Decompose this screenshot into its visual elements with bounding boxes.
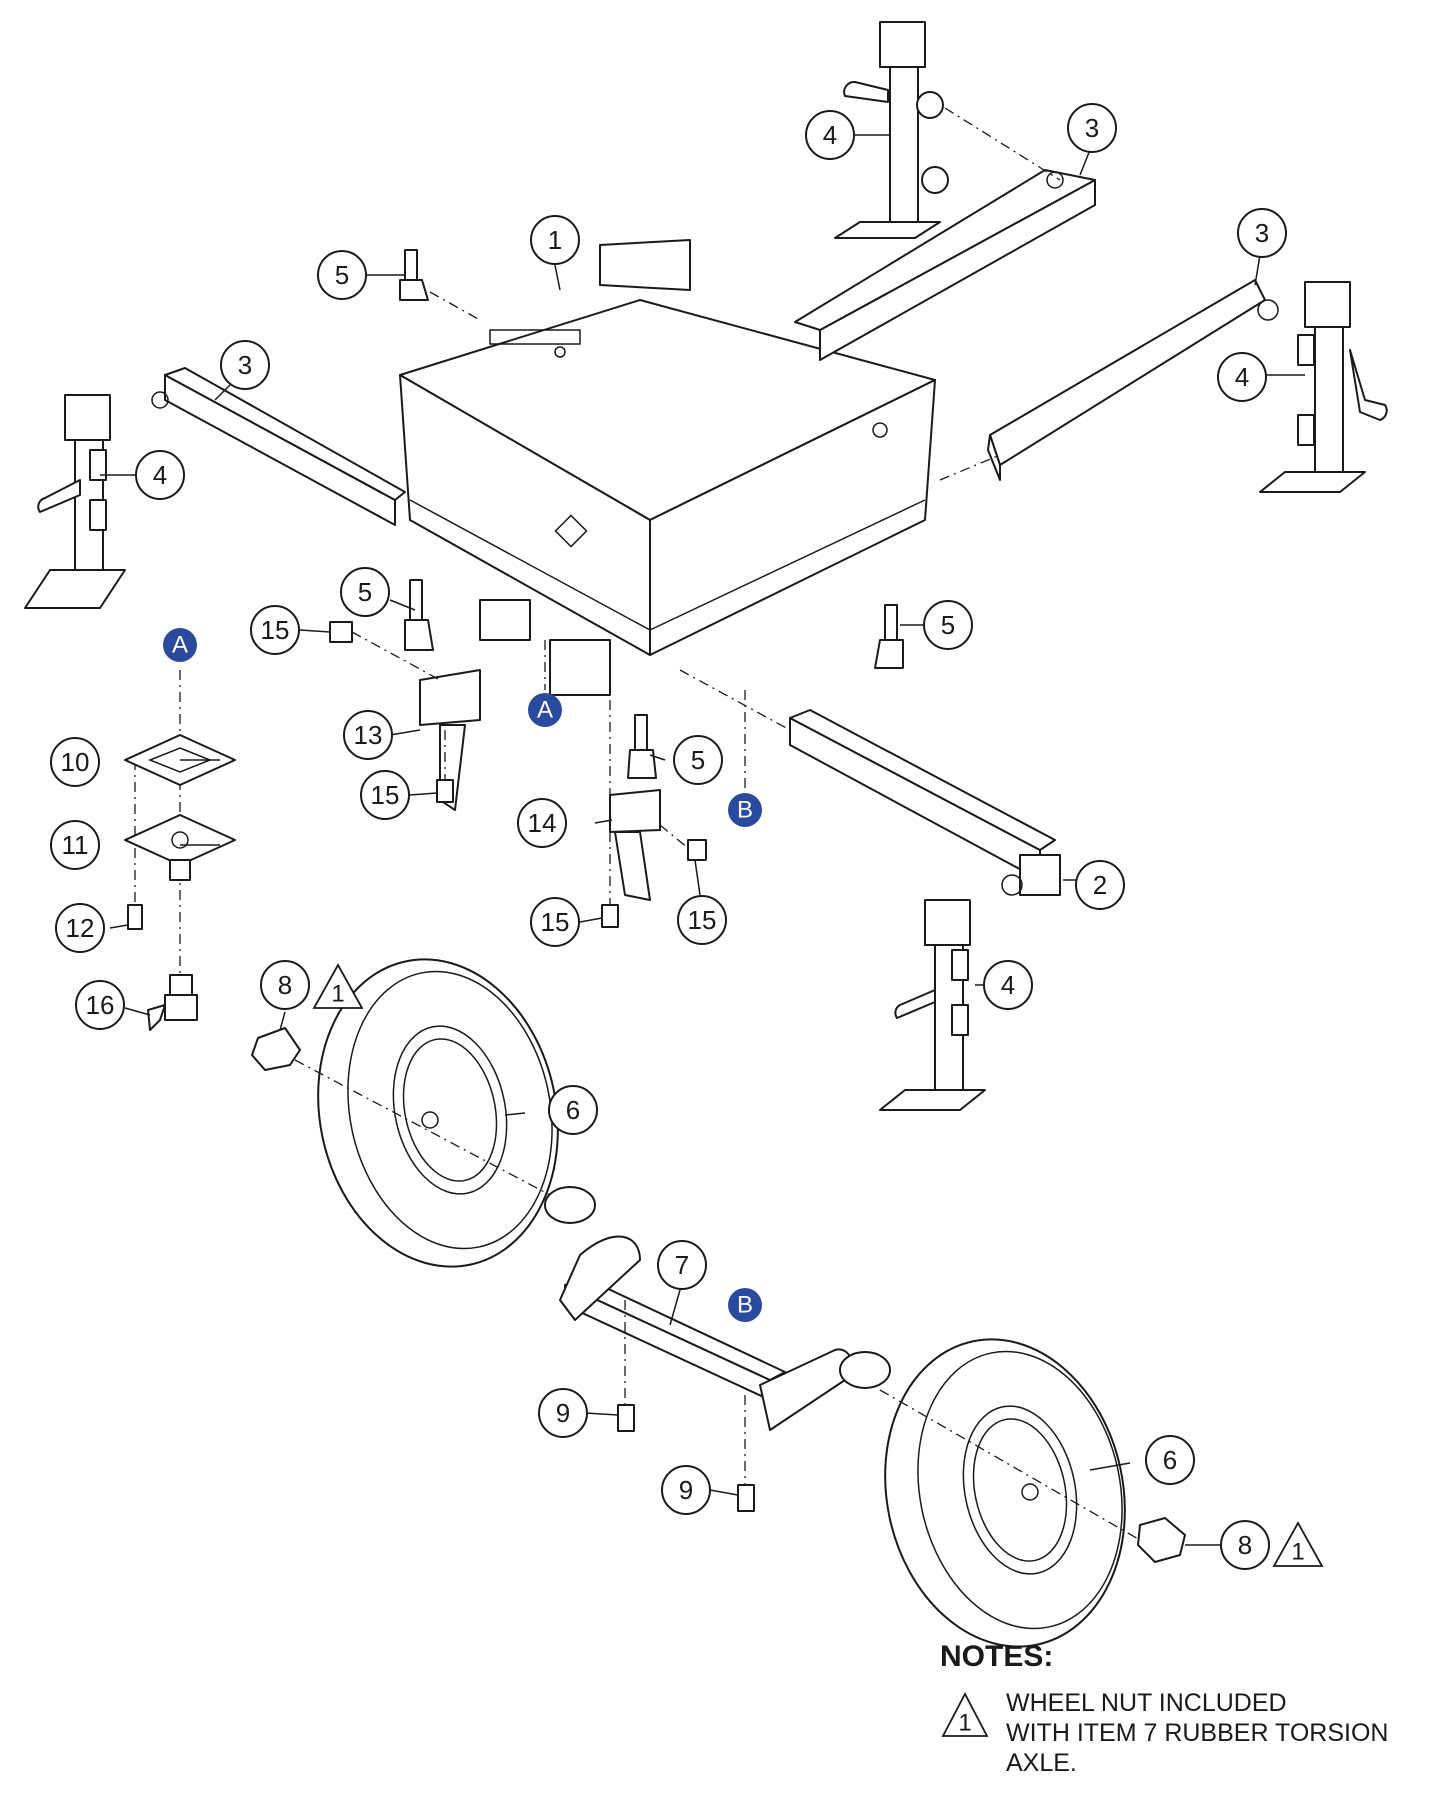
svg-text:14: 14 xyxy=(528,808,557,838)
notes-section: NOTES: 1 WHEEL NUT INCLUDED WITH ITEM 7 … xyxy=(940,1640,1420,1778)
reference-marker-a-center: A xyxy=(528,693,562,727)
callout-item-9-b: 9 xyxy=(661,1465,711,1515)
callout-item-5-b: 5 xyxy=(340,567,390,617)
callout-item-1: 1 xyxy=(530,215,580,265)
plates-and-coupler xyxy=(124,734,236,1031)
right-beam xyxy=(987,279,1279,481)
back-left-beam xyxy=(794,169,1096,361)
note-flag-right: 1 xyxy=(1272,1521,1324,1567)
callout-item-15-a: 15 xyxy=(250,605,300,655)
svg-text:4: 4 xyxy=(153,460,167,490)
svg-text:4: 4 xyxy=(1235,362,1249,392)
top-jack xyxy=(834,21,949,239)
svg-text:4: 4 xyxy=(1001,970,1015,1000)
svg-text:1: 1 xyxy=(958,1710,971,1737)
svg-text:13: 13 xyxy=(354,720,383,750)
note-flag-left: 1 xyxy=(312,963,364,1009)
callout-item-12: 12 xyxy=(55,903,105,953)
svg-text:15: 15 xyxy=(261,615,290,645)
svg-text:3: 3 xyxy=(238,350,252,380)
callout-item-5-d: 5 xyxy=(673,735,723,785)
svg-text:1: 1 xyxy=(331,981,344,1008)
svg-text:5: 5 xyxy=(941,610,955,640)
callout-item-4-front: 4 xyxy=(983,960,1033,1010)
callout-item-3-top: 3 xyxy=(1067,103,1117,153)
svg-text:B: B xyxy=(737,797,753,824)
reference-marker-a-left: A xyxy=(163,628,197,662)
callout-item-14: 14 xyxy=(517,798,567,848)
svg-text:8: 8 xyxy=(1238,1530,1252,1560)
svg-text:3: 3 xyxy=(1085,113,1099,143)
right-jack xyxy=(1259,281,1388,493)
callout-item-2: 2 xyxy=(1075,860,1125,910)
callout-item-5-c: 5 xyxy=(923,600,973,650)
note-item: 1 WHEEL NUT INCLUDED WITH ITEM 7 RUBBER … xyxy=(940,1688,1420,1778)
svg-text:6: 6 xyxy=(1163,1445,1177,1475)
svg-text:9: 9 xyxy=(679,1475,693,1505)
svg-text:4: 4 xyxy=(823,120,837,150)
callout-item-16: 16 xyxy=(75,980,125,1030)
torsion-axle xyxy=(544,1186,891,1512)
callout-item-8-left: 8 xyxy=(260,960,310,1010)
callout-item-15-d: 15 xyxy=(677,895,727,945)
svg-text:15: 15 xyxy=(371,780,400,810)
note-text: WHEEL NUT INCLUDED WITH ITEM 7 RUBBER TO… xyxy=(1006,1689,1389,1777)
callout-item-4-top: 4 xyxy=(805,110,855,160)
callout-item-10: 10 xyxy=(50,737,100,787)
reference-marker-b-center: B xyxy=(728,793,762,827)
notes-title: NOTES: xyxy=(940,1640,1054,1673)
left-jack xyxy=(24,394,126,609)
svg-text:15: 15 xyxy=(541,907,570,937)
svg-text:5: 5 xyxy=(358,577,372,607)
callout-item-4-right: 4 xyxy=(1217,352,1267,402)
svg-text:5: 5 xyxy=(335,260,349,290)
callout-item-15-c: 15 xyxy=(530,897,580,947)
svg-text:10: 10 xyxy=(61,747,90,777)
svg-text:A: A xyxy=(172,632,188,659)
svg-text:16: 16 xyxy=(86,990,115,1020)
svg-text:5: 5 xyxy=(691,745,705,775)
callout-item-3-right: 3 xyxy=(1237,208,1287,258)
jack-pins xyxy=(399,249,904,779)
callout-item-6-left: 6 xyxy=(548,1085,598,1135)
callout-item-7: 7 xyxy=(657,1240,707,1290)
svg-text:15: 15 xyxy=(688,905,717,935)
right-wheel xyxy=(884,1338,1126,1648)
svg-text:A: A xyxy=(537,697,553,724)
callout-item-8-right: 8 xyxy=(1220,1520,1270,1570)
front-beam xyxy=(789,709,1061,896)
note-flag-icon: 1 xyxy=(941,1692,989,1737)
svg-text:1: 1 xyxy=(1291,1539,1304,1566)
callout-item-13: 13 xyxy=(343,710,393,760)
left-beam xyxy=(151,367,406,526)
svg-text:1: 1 xyxy=(548,225,562,255)
left-wheel xyxy=(317,958,559,1268)
callout-item-3-left: 3 xyxy=(220,340,270,390)
brackets xyxy=(329,621,707,928)
svg-text:3: 3 xyxy=(1255,218,1269,248)
svg-text:B: B xyxy=(737,1292,753,1319)
svg-text:2: 2 xyxy=(1093,870,1107,900)
svg-text:7: 7 xyxy=(675,1250,689,1280)
callout-item-15-b: 15 xyxy=(360,770,410,820)
svg-text:8: 8 xyxy=(278,970,292,1000)
reference-marker-b-axle: B xyxy=(728,1288,762,1322)
svg-text:11: 11 xyxy=(62,830,89,860)
callout-item-6-right: 6 xyxy=(1145,1435,1195,1485)
front-jack xyxy=(879,899,986,1111)
callout-item-5-a: 5 xyxy=(317,250,367,300)
main-box xyxy=(399,239,936,696)
wheel-nuts xyxy=(251,1027,1186,1563)
svg-text:6: 6 xyxy=(566,1095,580,1125)
callout-item-11: 11 xyxy=(50,820,100,870)
callout-item-4-left: 4 xyxy=(135,450,185,500)
svg-text:12: 12 xyxy=(66,913,95,943)
callout-item-9-a: 9 xyxy=(538,1388,588,1438)
svg-text:9: 9 xyxy=(556,1398,570,1428)
